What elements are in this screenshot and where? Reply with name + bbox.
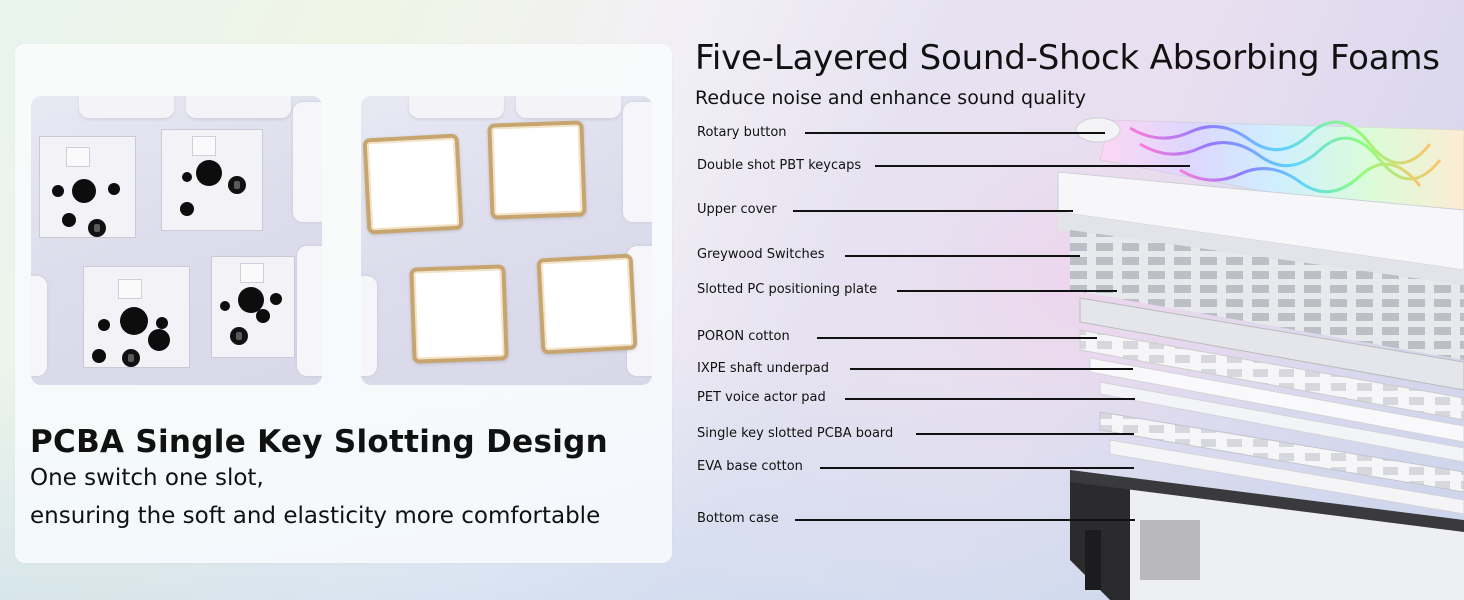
keycap bbox=[31, 276, 47, 376]
leader-line bbox=[845, 398, 1135, 400]
switch-slot bbox=[211, 256, 295, 358]
layer-label-switches: Greywood Switches bbox=[697, 247, 825, 262]
leader-line bbox=[817, 337, 1097, 339]
keycap bbox=[293, 102, 322, 222]
pcba-heading: PCBA Single Key Slotting Design bbox=[30, 424, 609, 460]
leader-line bbox=[805, 132, 1105, 134]
keycap bbox=[297, 246, 322, 376]
layer-label-upper-cover: Upper cover bbox=[697, 202, 777, 217]
eva-layer bbox=[1109, 439, 1464, 515]
switches-layer bbox=[1070, 230, 1464, 360]
poron-layer bbox=[1079, 329, 1464, 421]
layer-label-pcba-board: Single key slotted PCBA board bbox=[697, 426, 894, 441]
layer-label-eva-cotton: EVA base cotton bbox=[697, 459, 803, 474]
layer-label-pet-pad: PET voice actor pad bbox=[697, 390, 826, 405]
leader-line bbox=[795, 519, 1135, 521]
plate-layer bbox=[1079, 297, 1464, 391]
pcba-description-line2: ensuring the soft and elasticity more co… bbox=[30, 503, 601, 529]
leader-line bbox=[850, 368, 1133, 370]
leader-line bbox=[916, 433, 1134, 435]
leader-line bbox=[845, 255, 1080, 257]
layer-label-bottom-case: Bottom case bbox=[697, 511, 779, 526]
pcba-switch-slots-photo bbox=[31, 96, 322, 385]
keycap bbox=[516, 96, 621, 118]
keycap bbox=[361, 276, 377, 376]
keycap bbox=[79, 96, 174, 118]
slot-pad bbox=[487, 120, 587, 220]
layer-label-pc-plate: Slotted PC positioning plate bbox=[697, 282, 878, 297]
foams-subheading: Reduce noise and enhance sound quality bbox=[695, 87, 1087, 109]
keycap bbox=[623, 102, 652, 222]
layer-label-rotary-button: Rotary button bbox=[697, 125, 787, 140]
slot-pad bbox=[409, 264, 509, 364]
slot-pad bbox=[362, 133, 464, 235]
layer-label-poron-cotton: PORON cotton bbox=[697, 329, 790, 344]
ixpe-layer bbox=[1089, 357, 1464, 443]
switch-slot bbox=[161, 129, 263, 231]
foams-heading: Five-Layered Sound-Shock Absorbing Foams bbox=[695, 38, 1440, 78]
slot-pad bbox=[536, 253, 638, 355]
exploded-keyboard-illustration bbox=[1057, 117, 1464, 600]
layer-label-pbt-keycaps: Double shot PBT keycaps bbox=[697, 158, 862, 173]
switch-slot bbox=[83, 266, 190, 368]
leader-line bbox=[897, 290, 1117, 292]
keycap bbox=[409, 96, 504, 118]
keycap bbox=[186, 96, 291, 118]
leader-line bbox=[875, 165, 1190, 167]
leader-line bbox=[820, 467, 1134, 469]
pcba-description-line1: One switch one slot, bbox=[30, 465, 264, 491]
layer-label-ixpe-underpad: IXPE shaft underpad bbox=[697, 361, 830, 376]
bottom-case-layer bbox=[1070, 470, 1464, 600]
upper-cover-layer bbox=[1057, 171, 1464, 290]
pcba-slot-pads-photo bbox=[361, 96, 652, 385]
pcba-layer bbox=[1099, 411, 1464, 493]
switch-slot bbox=[39, 136, 136, 238]
pet-layer bbox=[1099, 381, 1464, 463]
leader-line bbox=[793, 210, 1073, 212]
